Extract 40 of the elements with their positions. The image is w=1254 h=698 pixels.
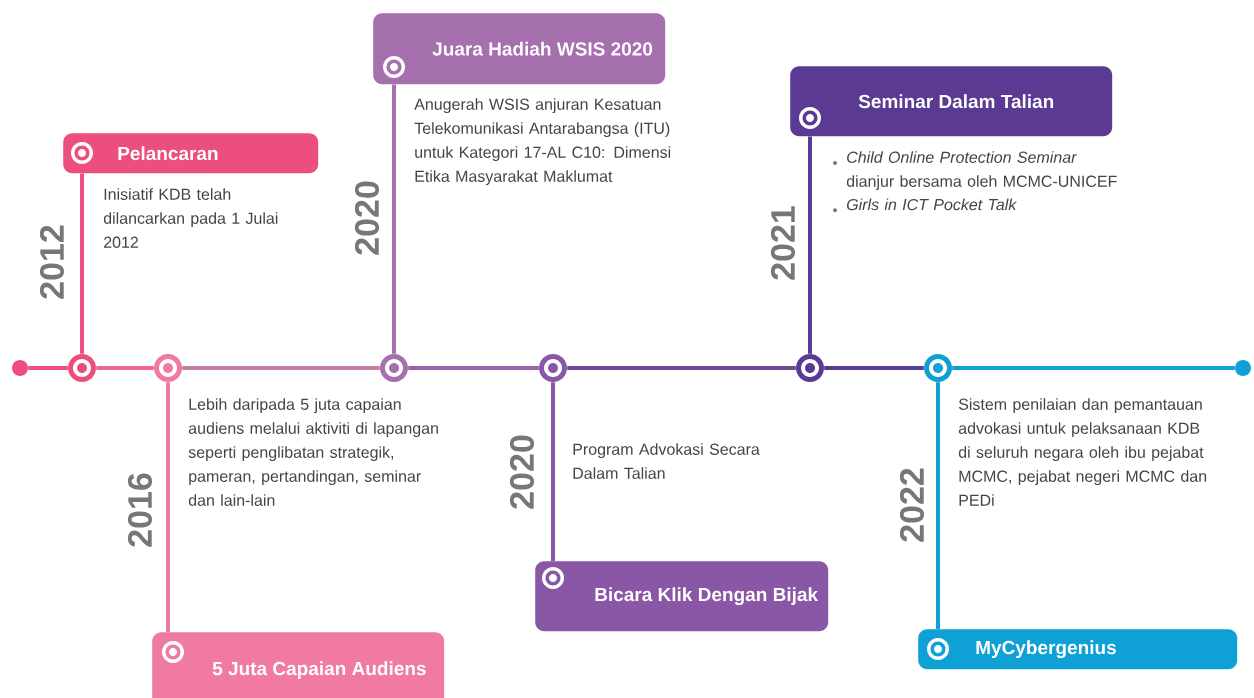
- connector-line: [392, 84, 396, 354]
- year-label: 2021: [770, 206, 796, 280]
- connector-line: [80, 173, 84, 354]
- connector-line: [408, 366, 539, 370]
- connector-line: [824, 366, 924, 370]
- timeline-dot: [924, 354, 952, 382]
- year-label: 2020: [354, 181, 380, 255]
- connector-line: [551, 382, 555, 561]
- body-text: Child Online Protection Seminar dianjur bersama oleh MCMC-UNICEF: [846, 151, 1117, 191]
- timeline-dot: [1235, 360, 1251, 376]
- title-box: 5 Juta Capaian Audiens: [152, 632, 445, 698]
- body-text: Inisiatif KDB telah dilancarkan pada 1 Julai 2012: [103, 188, 278, 248]
- body-text: Lebih daripada 5 juta capaian audiens melalui aktiviti di lapangan seperti penglibatan strategik, pameran, pertandingan, seminar dan lain-lain: [188, 398, 438, 506]
- timeline-dot: [12, 360, 28, 376]
- body-text: Program Advokasi Secara Dalam Talian: [573, 443, 760, 479]
- title-box: Juara Hadiah WSIS 2020: [373, 13, 666, 85]
- timeline-dot: [539, 354, 567, 382]
- title-box: Seminar Dalam Talian: [790, 66, 1113, 137]
- connector-line: [96, 366, 154, 370]
- title-box: Pelancaran: [63, 133, 319, 174]
- timeline-dot: [380, 354, 408, 382]
- timeline-dot: [68, 354, 96, 382]
- timeline-dot: [796, 354, 824, 382]
- year-label: 2016: [127, 473, 153, 547]
- connector-line: [182, 366, 380, 370]
- connector-line: [166, 382, 170, 632]
- year-label: 2012: [39, 225, 65, 299]
- timeline-dot: [154, 354, 182, 382]
- connector-line: [567, 366, 796, 370]
- body-text: Anugerah WSIS anjuran Kesatuan Telekomunikasi Antarabangsa (ITU) untuk Kategori 17-AL C10: Dimensi Etika Masyarakat Maklumat: [414, 98, 671, 186]
- year-label: 2020: [509, 435, 535, 509]
- year-label: 2022: [899, 468, 925, 542]
- body-text: Sistem penilaian dan pemantauan advokasi untuk pelaksanaan KDB di seluruh negara oleh ibu pejabat MCMC, pejabat negeri MCMC dan PEDi: [958, 398, 1207, 506]
- title-box: MyCybergenius: [918, 629, 1238, 670]
- connector-line: [808, 136, 812, 354]
- connector-line: [28, 366, 68, 370]
- body-text: Girls in ICT Pocket Talk: [847, 198, 1017, 211]
- connector-line: [936, 382, 940, 629]
- title-box: Bicara Klik Dengan Bijak: [535, 561, 829, 632]
- connector-line: [952, 366, 1235, 370]
